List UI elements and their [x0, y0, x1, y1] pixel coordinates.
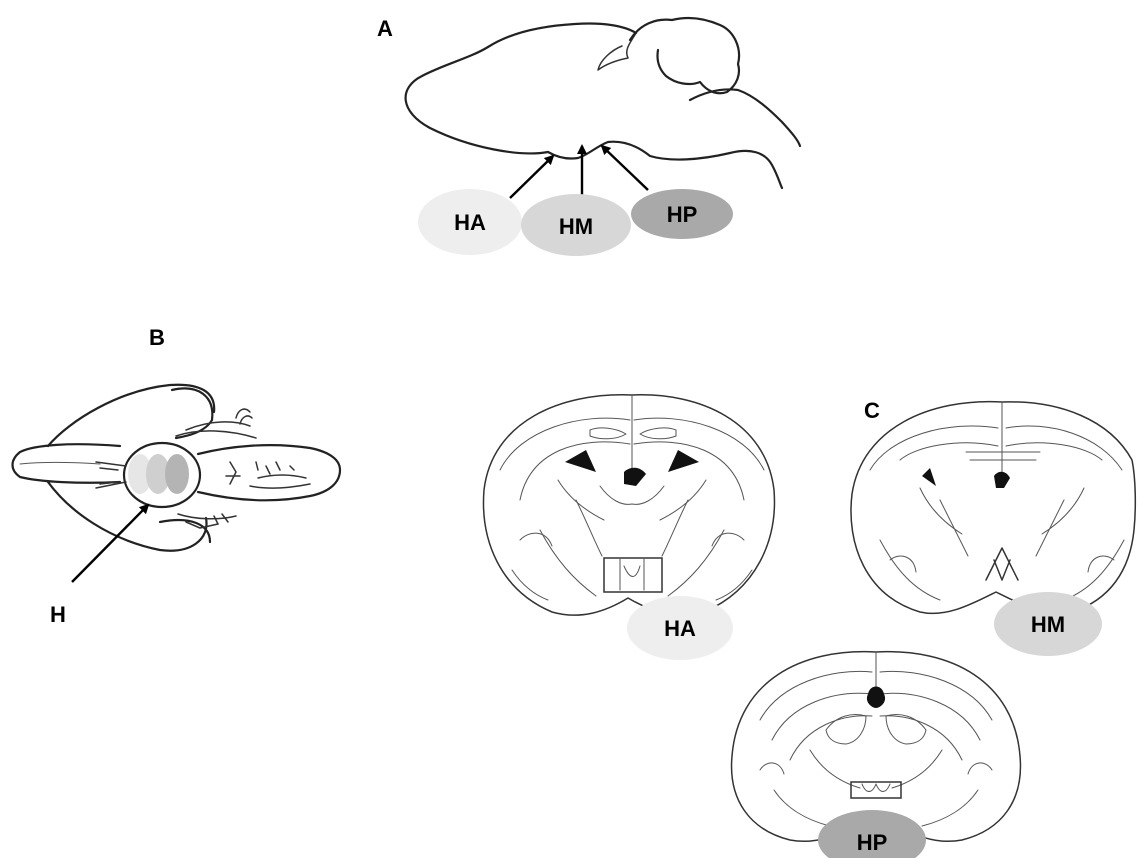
region-badge-hm: HM [521, 194, 631, 256]
coronal-section-ha [484, 395, 775, 615]
panel-label-b: B [149, 325, 165, 350]
region-badge-hp: HP [631, 189, 733, 239]
svg-text:HA: HA [454, 210, 486, 235]
panel-label-a: A [377, 16, 393, 41]
svg-text:HP: HP [667, 202, 698, 227]
svg-text:HA: HA [664, 616, 696, 641]
spot-hp [165, 454, 189, 494]
coronal-section-hm [851, 402, 1135, 614]
sagittal-brain-drawing [406, 18, 800, 188]
panel-label-c: C [864, 398, 880, 423]
svg-text:HM: HM [1031, 612, 1065, 637]
arrow-ha [510, 156, 553, 198]
hypothalamus-spots [128, 454, 189, 494]
svg-text:HM: HM [559, 214, 593, 239]
arrow-hp [602, 146, 648, 190]
region-badge-coronal-hm: HM [994, 592, 1102, 656]
region-badge-coronal-ha: HA [627, 596, 733, 660]
pointer-label-h: H [50, 602, 66, 627]
svg-text:HP: HP [857, 830, 888, 855]
region-badge-coronal-hp: HP [818, 810, 926, 858]
region-badge-ha: HA [418, 189, 522, 255]
